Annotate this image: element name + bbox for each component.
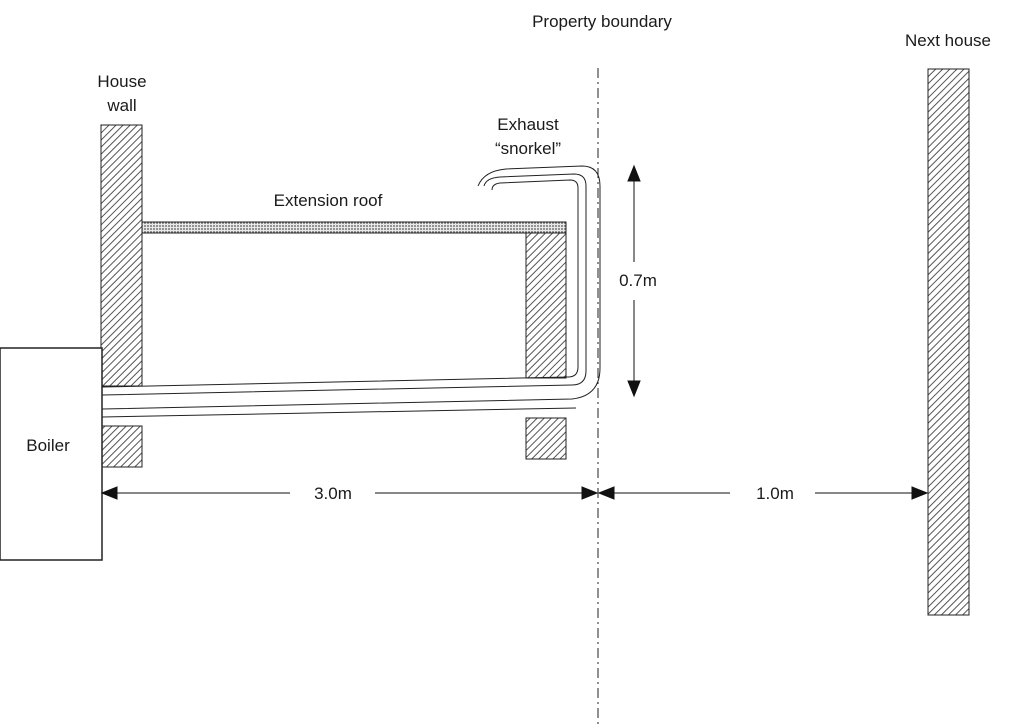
- house-wall-lower: [100, 425, 143, 468]
- dimension-0-7m-label: 0.7m: [619, 271, 657, 290]
- extension-roof-label: Extension roof: [274, 191, 383, 210]
- exhaust-label-line1: Exhaust: [497, 115, 559, 134]
- next-house-wall: [927, 68, 970, 616]
- boiler-label: Boiler: [26, 436, 70, 455]
- dimension-0-7m: [627, 164, 641, 398]
- house-wall-label-line1: House: [97, 72, 146, 91]
- exhaust-label-line2: “snorkel”: [495, 139, 561, 158]
- extension-wall-lower: [525, 417, 567, 460]
- dimension-1m: [597, 486, 929, 500]
- property-boundary-label: Property boundary: [532, 12, 672, 31]
- next-house-label: Next house: [905, 31, 991, 50]
- house-wall-label-line2: wall: [106, 96, 136, 115]
- house-wall-upper: [100, 124, 143, 387]
- extension-wall-upper: [525, 232, 567, 379]
- dimension-3m: [100, 486, 599, 500]
- flue-pipe: [101, 165, 601, 418]
- dimension-1m-label: 1.0m: [756, 484, 794, 503]
- extension-roof: [141, 221, 567, 234]
- boiler-box: [0, 347, 103, 561]
- dimension-3m-label: 3.0m: [314, 484, 352, 503]
